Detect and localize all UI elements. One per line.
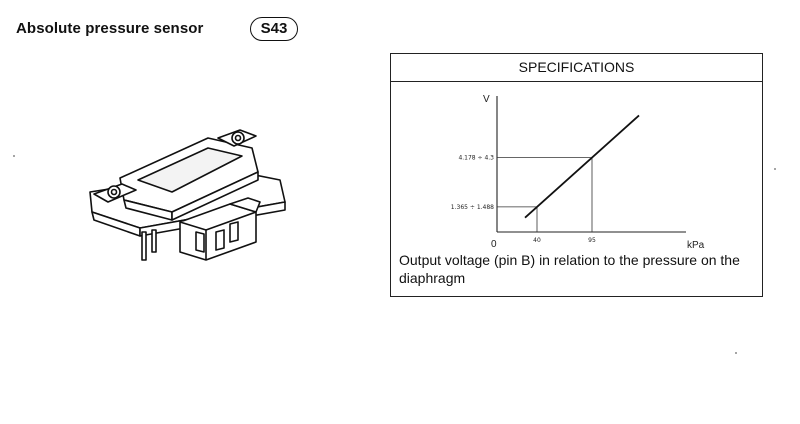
scan-speck [774, 168, 776, 170]
scan-speck [13, 155, 15, 157]
characteristic-line [524, 114, 640, 219]
page-title: Absolute pressure sensor [16, 20, 204, 37]
voltage-pressure-graph: V kPa 0 1.365 ÷ 1.488 4.178 ÷ 4.3 40 95 [451, 94, 705, 251]
x-axis-label: kPa [687, 240, 705, 251]
y-tick-label-low: 1.365 ÷ 1.488 [451, 204, 494, 211]
specifications-caption: Output voltage (pin B) in relation to th… [399, 252, 740, 286]
origin-label: 0 [491, 239, 497, 250]
pressure-sensor-illustration [89, 129, 286, 261]
x-tick-label-low: 40 [533, 237, 541, 244]
specifications-heading: SPECIFICATIONS [391, 54, 762, 82]
x-tick-label-high: 95 [588, 237, 596, 244]
scan-speck [735, 352, 737, 354]
specifications-panel: SPECIFICATIONS V kPa 0 1.365 ÷ 1.488 4.1… [390, 53, 763, 297]
y-tick-label-high: 4.178 ÷ 4.3 [458, 155, 494, 162]
y-axis-label: V [483, 94, 490, 105]
component-code-badge: S43 [250, 17, 298, 41]
